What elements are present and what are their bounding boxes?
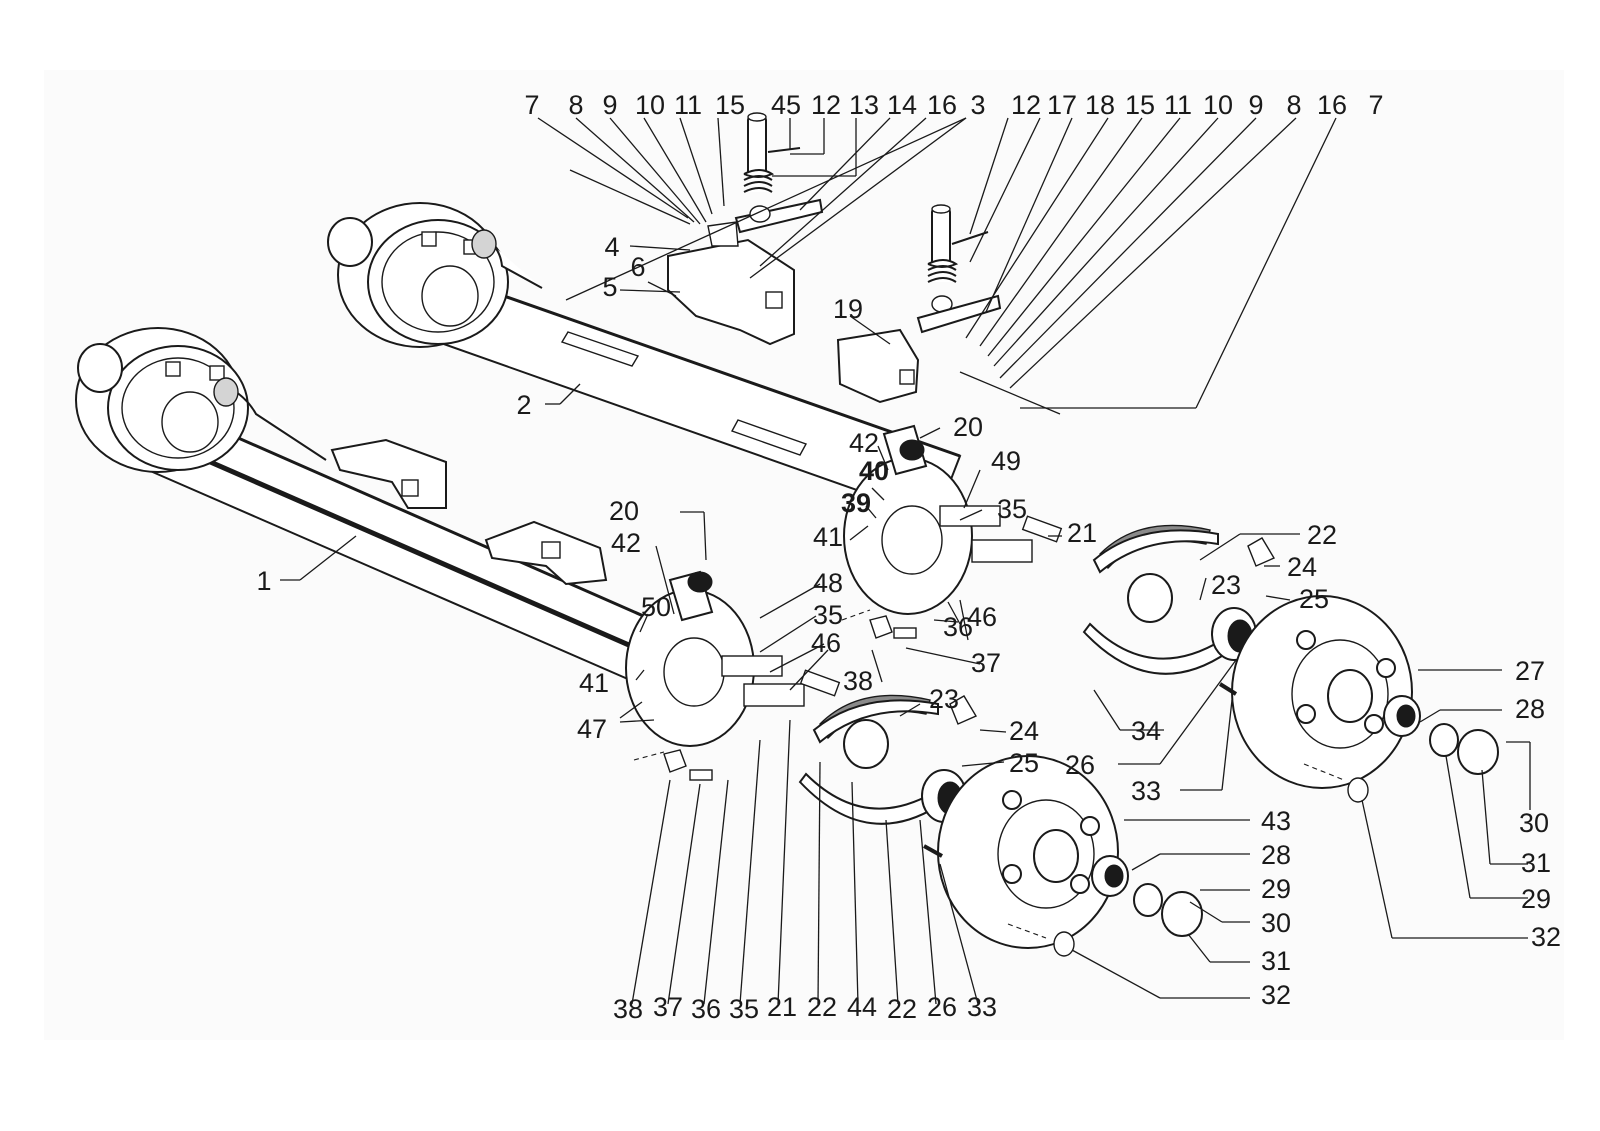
callout-20: 20 — [609, 496, 639, 526]
callout-2: 2 — [516, 390, 531, 420]
callout-14: 14 — [887, 90, 917, 120]
callout-16: 16 — [1317, 90, 1347, 120]
callout-8: 8 — [1286, 90, 1301, 120]
callout-9: 9 — [602, 90, 617, 120]
callout-11: 11 — [674, 90, 702, 120]
brake-shoe-rear-upper — [1092, 524, 1219, 623]
callout-15: 15 — [715, 90, 745, 120]
callout-12: 12 — [1011, 90, 1041, 120]
callout-18: 18 — [1085, 90, 1115, 120]
callout-45: 45 — [771, 90, 801, 120]
callout-25: 25 — [1009, 748, 1039, 778]
callout-50: 50 — [641, 592, 671, 622]
callout-22: 22 — [1307, 520, 1337, 550]
mounting-bracket-front-right — [484, 520, 608, 586]
callout-41: 41 — [813, 522, 843, 552]
hub-drum-rear-right — [1231, 595, 1413, 789]
callout-38: 38 — [613, 994, 643, 1024]
callout-9: 9 — [1248, 90, 1263, 120]
callout-labels: 7 8 9 10 11 15 45 12 13 14 16 3 12 17 18… — [256, 90, 1561, 1024]
callout-26: 26 — [927, 992, 957, 1022]
callout-33: 33 — [967, 992, 997, 1022]
hub-fasteners-rear — [1218, 682, 1499, 803]
callout-41: 41 — [579, 668, 609, 698]
brake-cable-front-left — [213, 377, 327, 461]
callout-38: 38 — [843, 666, 873, 696]
callout-23: 23 — [1211, 570, 1241, 600]
callout-8: 8 — [568, 90, 583, 120]
callout-30: 30 — [1261, 908, 1291, 938]
callout-34: 34 — [1131, 716, 1161, 746]
callout-37: 37 — [971, 648, 1001, 678]
callout-12: 12 — [811, 90, 841, 120]
callout-31: 31 — [1261, 946, 1291, 976]
callout-1: 1 — [256, 566, 271, 596]
callout-31: 31 — [1521, 848, 1551, 878]
callout-39: 39 — [841, 488, 871, 518]
drawing-sheet — [44, 70, 1564, 1040]
callout-23: 23 — [929, 684, 959, 714]
callout-17: 17 — [1047, 90, 1077, 120]
leader-lines — [280, 117, 1531, 1005]
callout-7: 7 — [1368, 90, 1383, 120]
callout-32: 32 — [1261, 980, 1291, 1010]
callout-22: 22 — [807, 992, 837, 1022]
brake-drum-front-left — [75, 327, 249, 473]
callout-4: 4 — [604, 232, 619, 262]
callout-13: 13 — [849, 90, 879, 120]
callout-36: 36 — [691, 994, 721, 1024]
callout-35: 35 — [729, 994, 759, 1024]
mounting-bracket-front-left — [330, 438, 447, 509]
callout-43: 43 — [1261, 806, 1291, 836]
lever-assembly-right — [836, 204, 1061, 415]
callout-3: 3 — [970, 90, 985, 120]
callout-48: 48 — [813, 568, 843, 598]
callout-25: 25 — [1299, 584, 1329, 614]
callout-46: 46 — [811, 628, 841, 658]
callout-24: 24 — [1287, 552, 1317, 582]
callout-15: 15 — [1125, 90, 1155, 120]
callout-29: 29 — [1521, 884, 1551, 914]
callout-42: 42 — [849, 428, 879, 458]
callout-44: 44 — [847, 992, 877, 1022]
callout-11: 11 — [1164, 90, 1192, 120]
callout-27: 27 — [1515, 656, 1545, 686]
callout-5: 5 — [602, 272, 617, 302]
callout-35: 35 — [813, 600, 843, 630]
callout-16: 16 — [927, 90, 957, 120]
callout-36: 36 — [943, 612, 973, 642]
callout-32: 32 — [1531, 922, 1561, 952]
callout-21: 21 — [767, 992, 797, 1022]
callout-24: 24 — [1009, 716, 1039, 746]
callout-35: 35 — [997, 494, 1027, 524]
callout-47: 47 — [577, 714, 607, 744]
callout-28: 28 — [1515, 694, 1545, 724]
callout-10: 10 — [635, 90, 665, 120]
callout-33: 33 — [1131, 776, 1161, 806]
callout-40: 40 — [859, 456, 889, 486]
callout-10: 10 — [1203, 90, 1233, 120]
brake-cable-rear-left — [471, 229, 543, 289]
brake-shoe-front-upper — [812, 694, 939, 769]
callout-20: 20 — [953, 412, 983, 442]
rubber-boot-rear — [882, 424, 928, 476]
callout-37: 37 — [653, 992, 683, 1022]
callout-21: 21 — [1067, 518, 1097, 548]
lever-assembly-left — [569, 112, 824, 346]
callout-29: 29 — [1261, 874, 1291, 904]
rubber-boot-front — [668, 570, 714, 622]
callout-26: 26 — [1065, 750, 1095, 780]
callout-46: 46 — [967, 602, 997, 632]
callout-6: 6 — [630, 252, 645, 282]
callout-22: 22 — [887, 994, 917, 1024]
callout-19: 19 — [833, 294, 863, 324]
callout-7: 7 — [524, 90, 539, 120]
callout-42: 42 — [611, 528, 641, 558]
callout-49: 49 — [991, 446, 1021, 476]
hub-drum-front-right — [937, 755, 1119, 949]
callout-30: 30 — [1519, 808, 1549, 838]
callout-28: 28 — [1261, 840, 1291, 870]
